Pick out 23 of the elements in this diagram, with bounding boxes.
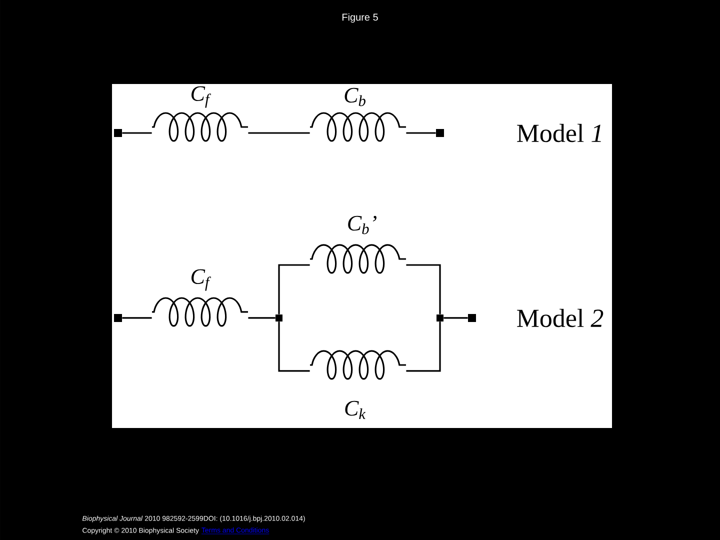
spring-label: C$_{b}$’	[348, 216, 376, 234]
spring-symbol	[152, 297, 248, 327]
model-label: Model 2	[517, 308, 604, 328]
wire	[122, 317, 152, 319]
wire	[444, 317, 468, 319]
wire	[406, 322, 441, 372]
spring-symbol	[310, 350, 406, 380]
spring-label: C$_{f}$	[192, 269, 211, 291]
wire	[406, 264, 441, 314]
wire	[248, 132, 310, 134]
figure-title: Figure 5	[342, 13, 378, 23]
spring-symbol	[310, 112, 406, 142]
wire	[122, 132, 152, 134]
wire	[248, 317, 276, 319]
spring-label: C$_{b}$	[344, 88, 366, 106]
spring-symbol	[310, 244, 406, 274]
model-label: Model 1	[517, 124, 601, 142]
spring-symbol	[152, 112, 248, 142]
wire	[278, 322, 310, 372]
spring-label: C$_{f}$	[192, 86, 211, 108]
wire	[278, 264, 310, 314]
wire	[406, 132, 436, 134]
spring-label: C$_{k}$	[345, 400, 366, 420]
